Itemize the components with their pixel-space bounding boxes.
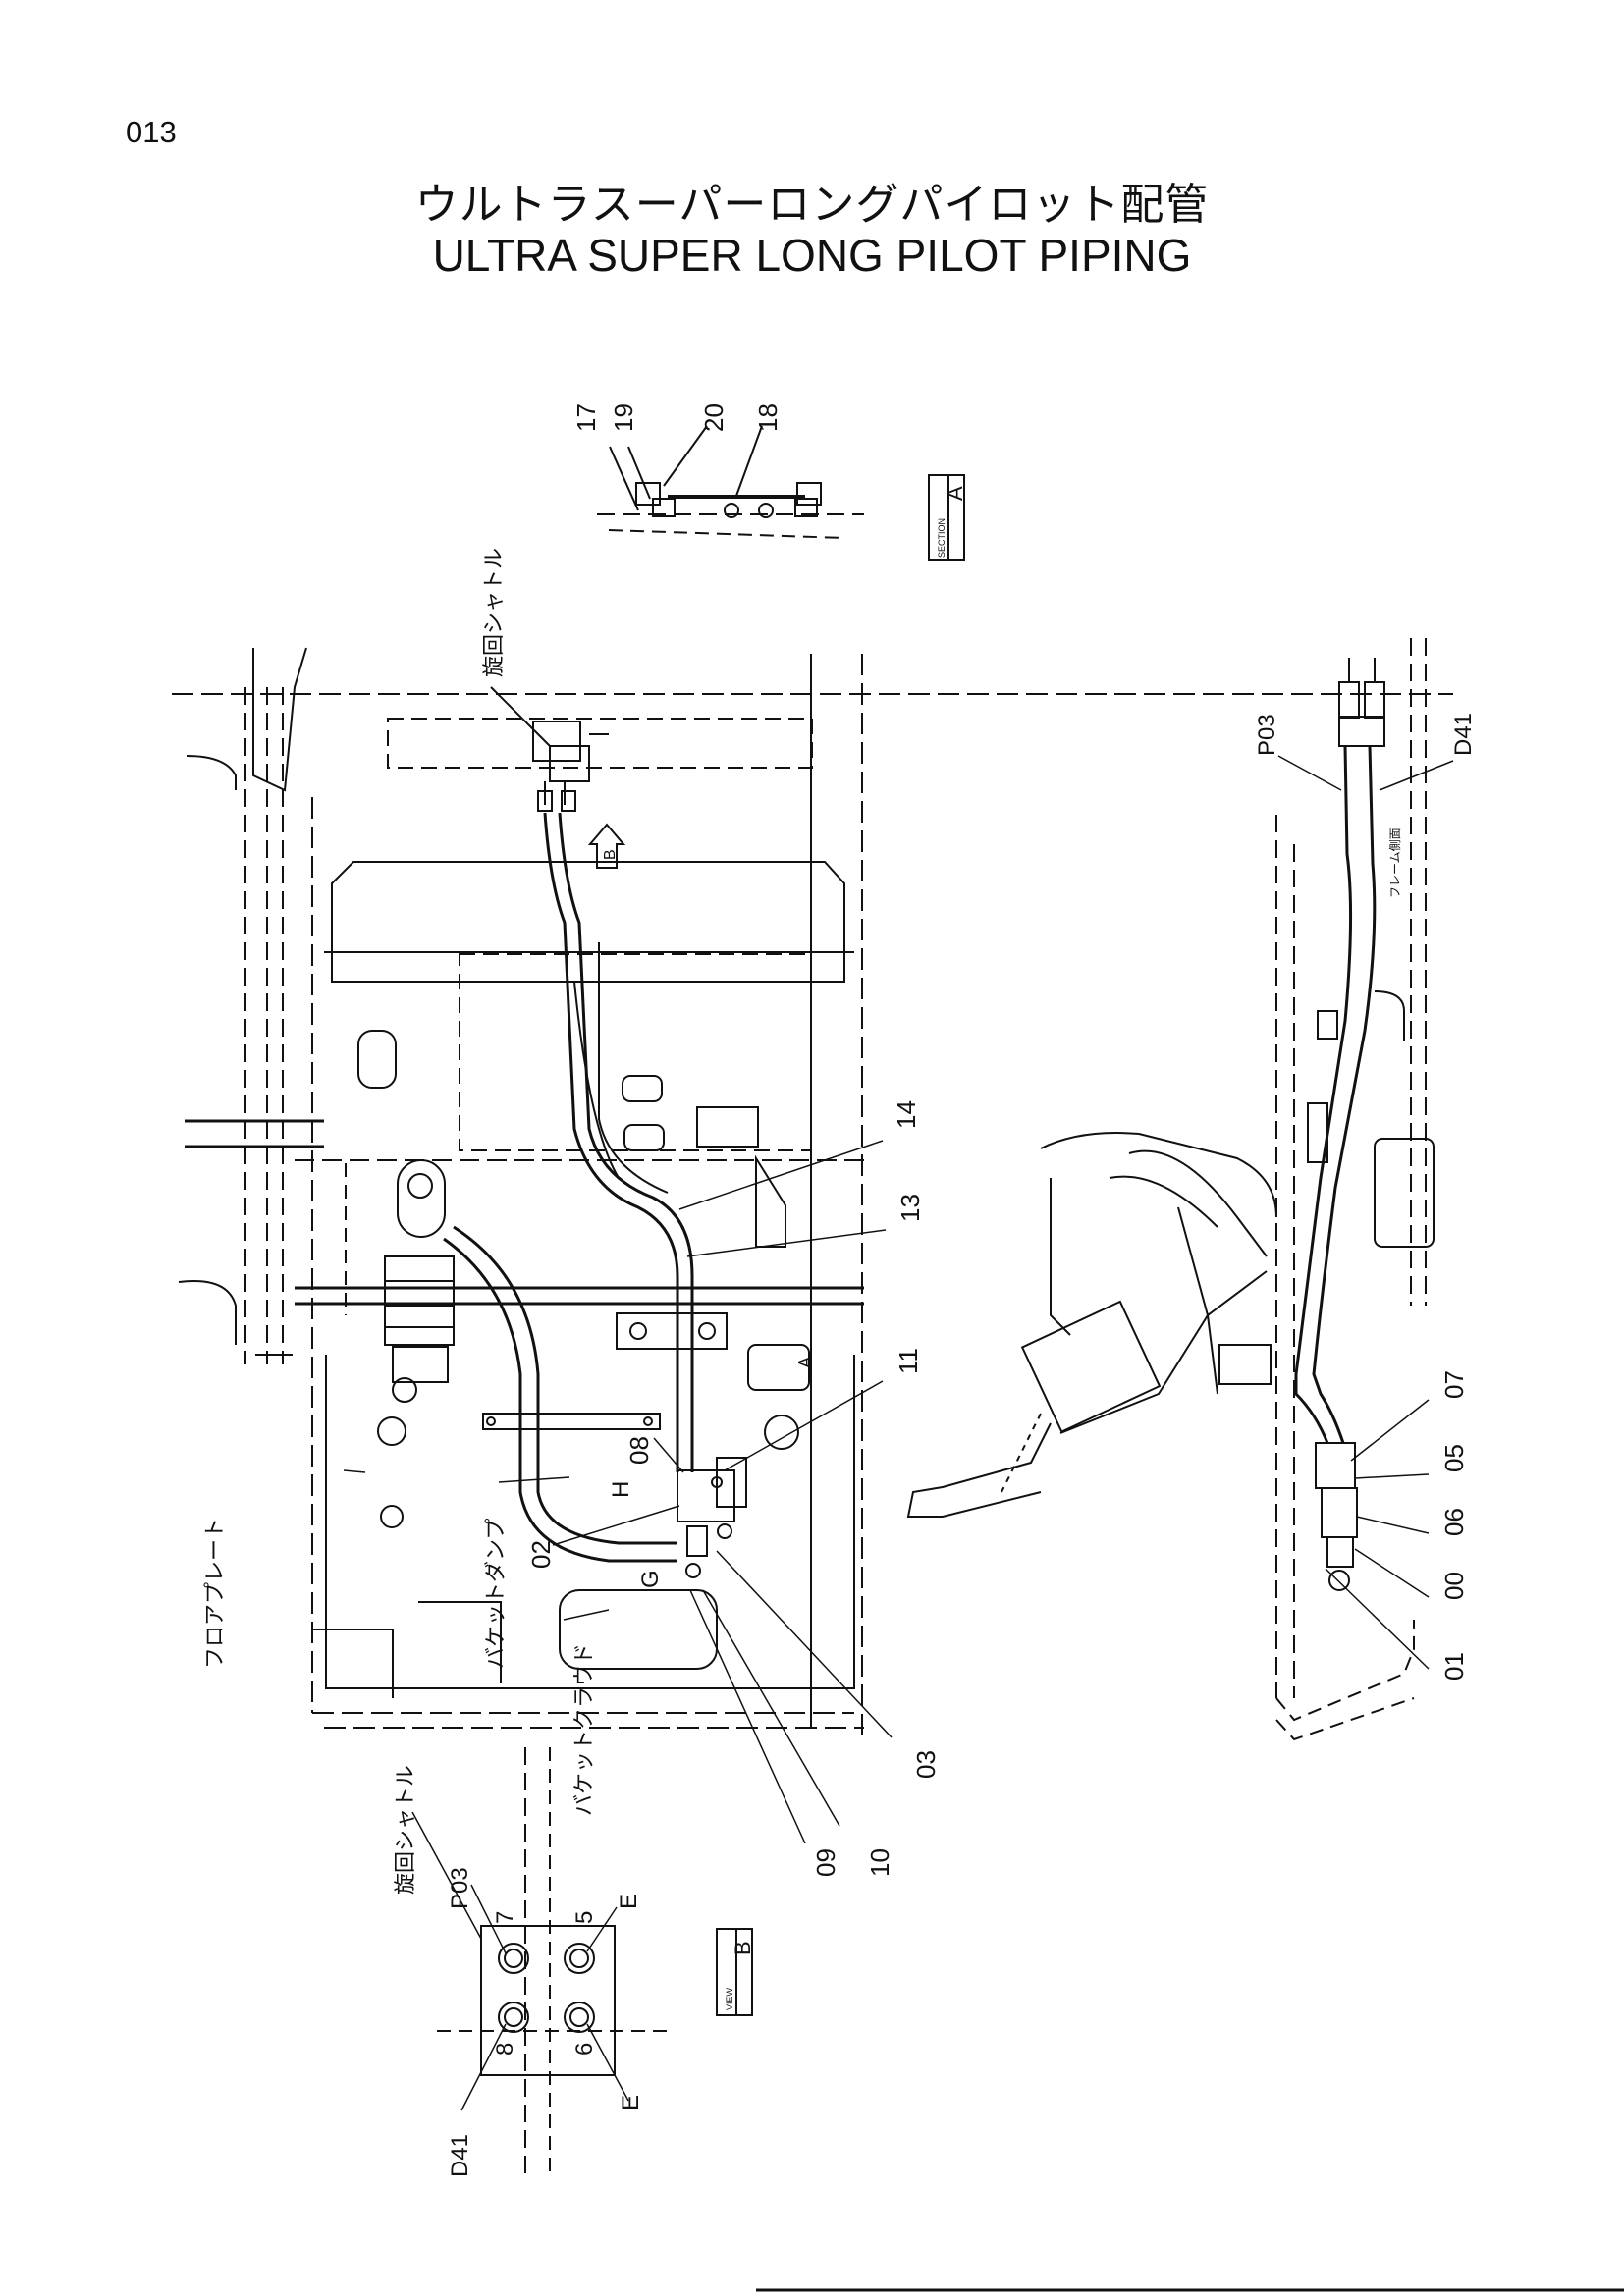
title-japanese: ウルトラスーパーロングパイロット配管 [414, 180, 1210, 230]
selector-valve-block [677, 1457, 747, 1578]
label-bucket-dump: バケットダンプ [484, 1519, 509, 1669]
view-b-detail [411, 1747, 674, 2179]
cab-floor-outline [172, 647, 1453, 1742]
page-number: 013 [126, 115, 177, 149]
arrow-a-label: A [795, 1357, 815, 1368]
label-swing-shuttle-top: 旋回シャトル [482, 548, 507, 677]
callout-11: 11 [893, 1348, 923, 1374]
view-b-caption: VIEW [725, 1987, 734, 2010]
port-d41-side: D41 [1450, 713, 1477, 756]
port-e-lower: E [618, 2095, 644, 2110]
view-b-letter: B [731, 1941, 755, 1955]
callout-00: 00 [1439, 1572, 1469, 1600]
callout-17: 17 [571, 403, 601, 432]
callout-01: 01 [1439, 1652, 1469, 1681]
label-floor-plate: フロアプレート [203, 1518, 228, 1669]
side-view-frame [1218, 638, 1435, 1741]
callout-08: 08 [624, 1436, 654, 1465]
clamp-brackets [482, 1106, 759, 1430]
leader-lines [343, 1140, 893, 1844]
callout-20: 20 [699, 403, 729, 432]
port-7: 7 [492, 1911, 518, 1924]
port-p03-view: P03 [447, 1867, 473, 1909]
callout-13: 13 [895, 1194, 925, 1222]
callout-06: 06 [1439, 1508, 1469, 1536]
title-english: ULTRA SUPER LONG PILOT PIPING [432, 230, 1192, 281]
view-tags-text: A SECTION B VIEW [725, 486, 967, 2010]
callout-02: 02 [526, 1540, 556, 1569]
section-a-letter: A [943, 486, 967, 501]
port-p03-side: P03 [1254, 714, 1280, 756]
swing-shuttle-valve [490, 686, 609, 812]
port-labels: P03 D41 P03 D41 E E 7 5 8 6 H G B A [447, 713, 1477, 2177]
port-8: 8 [492, 2043, 518, 2056]
callout-18: 18 [753, 403, 783, 432]
label-bucket-crowd: バケットクラウド [572, 1643, 597, 1816]
callout-03: 03 [911, 1750, 941, 1779]
port-e-upper: E [616, 1894, 642, 1909]
port-5: 5 [571, 1911, 598, 1924]
side-hoses [1294, 658, 1385, 1444]
port-d41-view: D41 [447, 2134, 473, 2177]
callout-14: 14 [892, 1100, 921, 1129]
japanese-labels: 旋回シャトル 旋回シャトル フロアプレート バケットダンプ バケットクラウド フ… [203, 548, 1402, 1895]
pilot-hoses [543, 812, 694, 1472]
arrow-b-label: B [602, 849, 619, 860]
mark-g: G [637, 1570, 664, 1588]
side-leader-lines [1277, 755, 1454, 1670]
side-pilot-lever [906, 1132, 1277, 1518]
view-b-tag [716, 1928, 753, 2016]
callout-05: 05 [1439, 1444, 1469, 1472]
label-swing-shuttle-view: 旋回シャトル [394, 1765, 418, 1895]
callout-10: 10 [865, 1848, 894, 1877]
callout-09: 09 [811, 1848, 840, 1877]
callout-07: 07 [1439, 1370, 1469, 1399]
section-a-tag [928, 474, 965, 561]
side-valve-block [1315, 1442, 1358, 1591]
callout-labels: 17 19 20 18 14 13 11 08 02 03 09 10 07 0… [526, 403, 1469, 1877]
pilot-control-valve [384, 1159, 677, 1563]
callout-19: 19 [609, 403, 638, 432]
label-frame-note: フレーム側面 [1388, 828, 1402, 898]
section-a-caption: SECTION [937, 518, 947, 558]
port-6: 6 [571, 2043, 598, 2056]
section-a-detail [597, 425, 864, 539]
arrow-b [587, 823, 626, 869]
mark-h: H [608, 1481, 634, 1498]
